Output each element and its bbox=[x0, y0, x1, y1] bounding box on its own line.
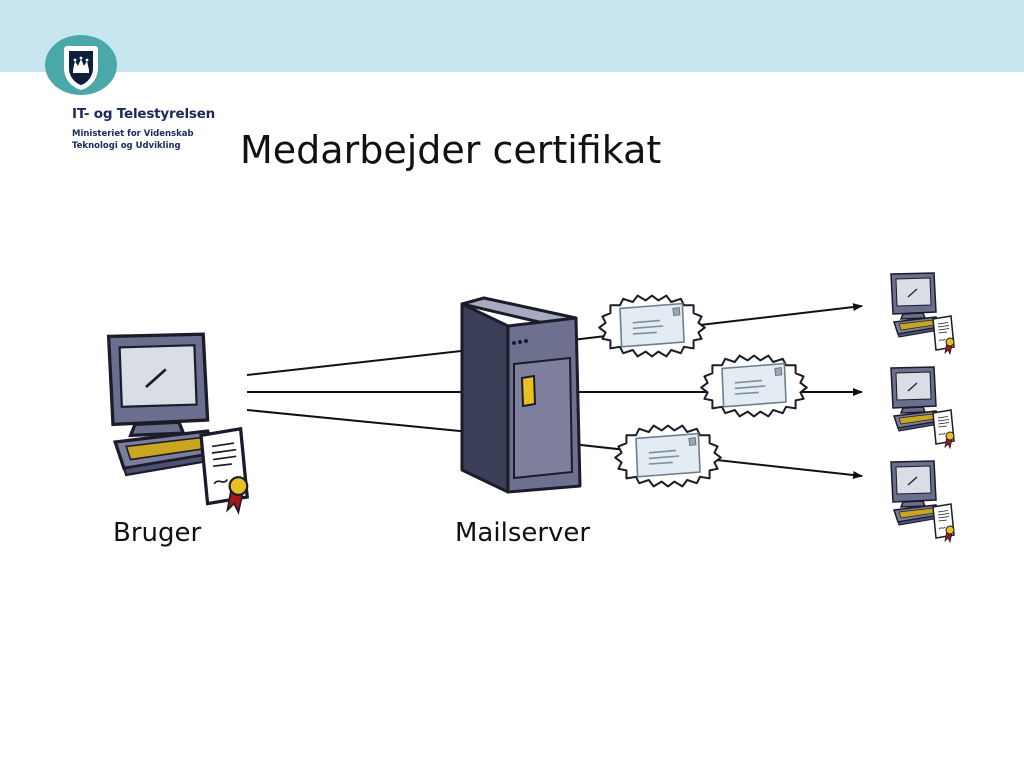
recipient-computer-icon-2 bbox=[890, 366, 955, 449]
envelope-burst-icon bbox=[700, 354, 808, 418]
organization-name: IT- og Telestyrelsen bbox=[72, 106, 216, 122]
envelope-burst-icon bbox=[614, 424, 722, 488]
ministry-line-2: Teknologi og Udvikling bbox=[72, 141, 181, 151]
header-band bbox=[0, 0, 1024, 72]
server-tower-icon bbox=[460, 296, 582, 494]
connector-user-server-3 bbox=[246, 409, 471, 433]
recipient-computer-icon-1 bbox=[890, 272, 955, 355]
crown-shield-icon bbox=[45, 35, 117, 95]
recipient-computer-icon-3 bbox=[890, 460, 955, 543]
envelope-burst-icon bbox=[598, 294, 706, 358]
ministry-line-1: Ministeriet for Videnskab bbox=[72, 129, 194, 139]
connector-user-server-1 bbox=[246, 349, 471, 376]
slide-title: Medarbejder certifikat bbox=[240, 128, 662, 172]
user-label: Bruger bbox=[113, 518, 202, 548]
user-computer-icon bbox=[106, 332, 249, 515]
organization-block: IT- og Telestyrelsen Ministeriet for Vid… bbox=[72, 106, 215, 152]
mailserver-label: Mailserver bbox=[455, 518, 591, 548]
